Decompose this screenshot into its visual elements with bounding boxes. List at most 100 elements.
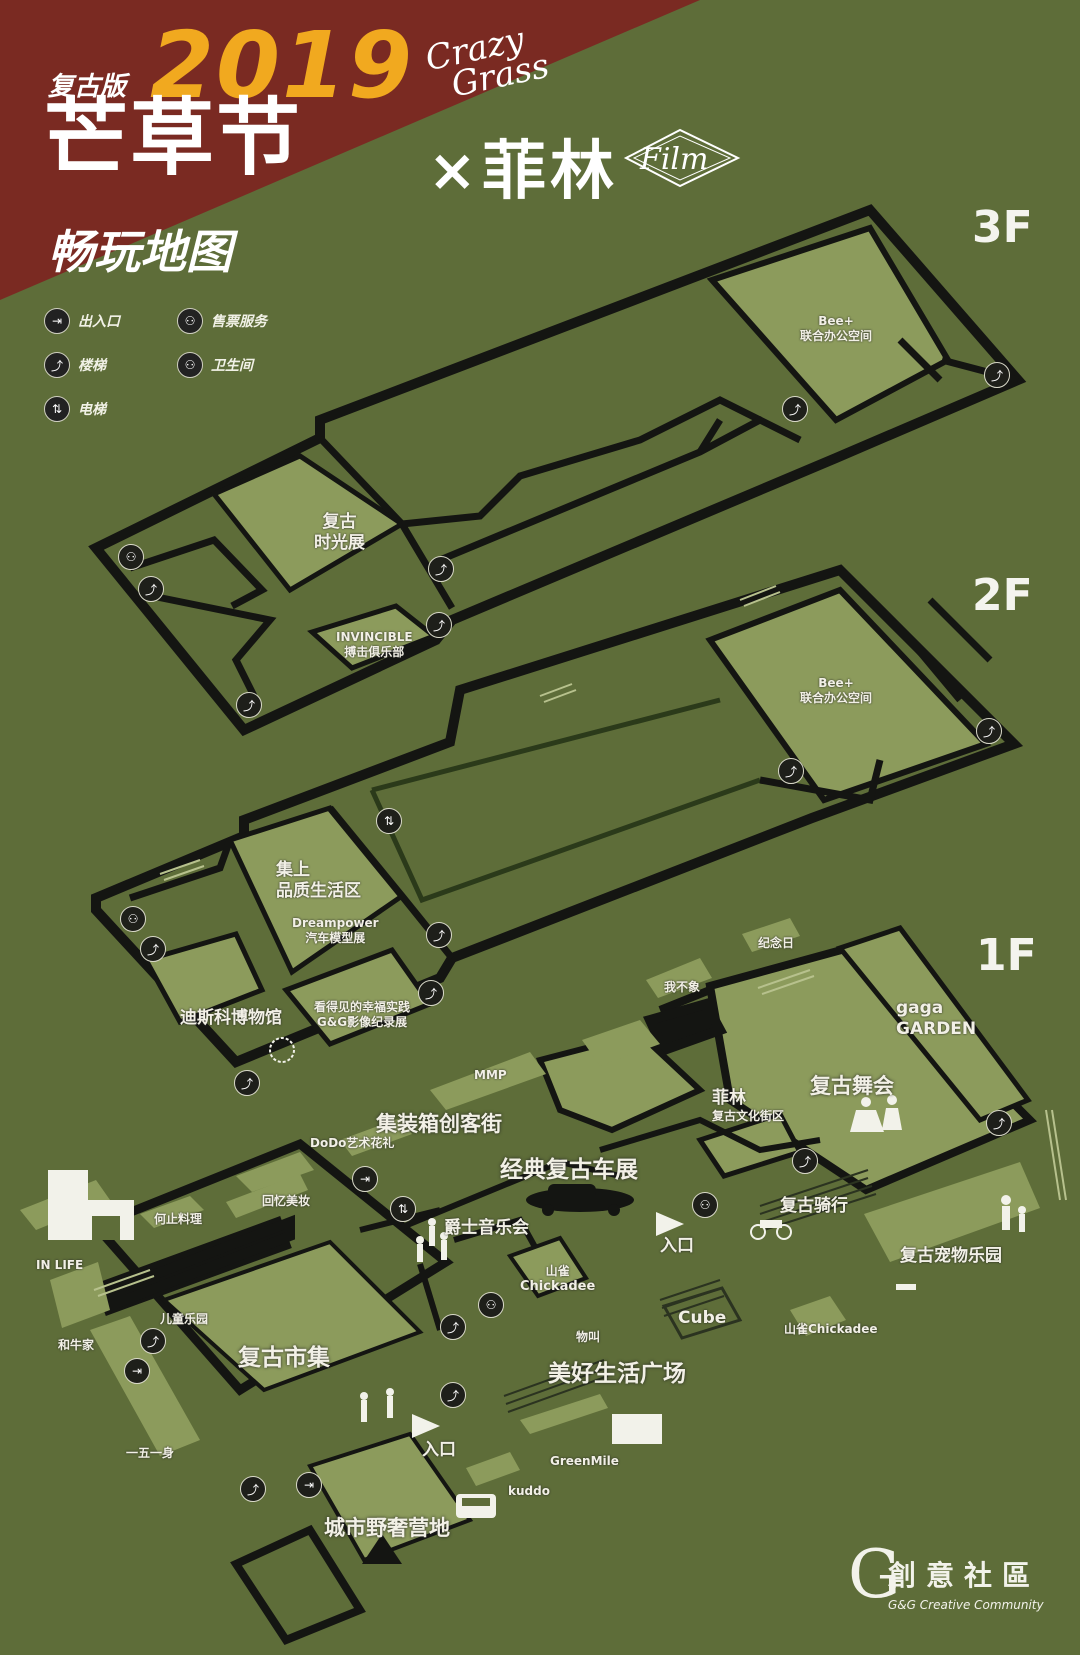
area-bee-3f[interactable]: Bee+ 联合办公空间 xyxy=(800,314,872,344)
area-name: INVINCIBLE xyxy=(336,630,413,644)
area-invincible[interactable]: INVINCIBLE 搏击俱乐部 xyxy=(336,630,413,660)
area-shanque-right[interactable]: 山雀Chickadee xyxy=(784,1322,878,1336)
area-retro-market[interactable]: 复古市集 xyxy=(238,1345,330,1371)
inlife-block xyxy=(48,1170,134,1240)
area-desc: GARDEN xyxy=(896,1019,977,1040)
legend: ⇥ 出入口 ⚇ 售票服务 ⤴ 楼梯 ⚇ 卫生间 ⇅ 电梯 xyxy=(44,308,284,440)
area-classic-car[interactable]: 经典复古车展 xyxy=(500,1157,638,1183)
classic-car-icon xyxy=(526,1184,634,1216)
area-desc: 联合办公空间 xyxy=(800,691,873,705)
stairs-icon[interactable]: ⤴ xyxy=(234,1070,260,1096)
area-inlife[interactable]: IN LIFE xyxy=(36,1258,84,1272)
area-urban-camp[interactable]: 城市野奢营地 xyxy=(324,1516,450,1540)
camp-tent-icon xyxy=(362,1534,402,1564)
area-name: Bee+ xyxy=(818,676,854,690)
floor-label-3f: 3F xyxy=(972,202,1033,253)
area-feilin[interactable]: 菲林 复古文化街区 xyxy=(712,1088,784,1124)
stairs-icon[interactable]: ⤴ xyxy=(782,396,808,422)
area-name: Bee+ xyxy=(818,314,854,328)
entrance-label-1[interactable]: 入口 xyxy=(660,1236,694,1256)
kiosk xyxy=(612,1414,662,1444)
stairs-icon[interactable]: ⤴ xyxy=(426,922,452,948)
area-name: 复古 xyxy=(322,512,357,532)
area-desc: 时光展 xyxy=(314,533,365,554)
area-name: 山雀 xyxy=(545,1264,570,1278)
stairs-icon[interactable]: ⤴ xyxy=(426,612,452,638)
area-hezhi[interactable]: 何止料理 xyxy=(154,1212,203,1226)
elevator-icon[interactable]: ⇅ xyxy=(376,808,402,834)
area-wobuxiang[interactable]: 我不象 xyxy=(664,980,701,994)
area-container-street[interactable]: 集装箱创客街 xyxy=(376,1112,502,1136)
stairs-icon[interactable]: ⤴ xyxy=(440,1314,466,1340)
area-yiwuyi[interactable]: 一五一身 xyxy=(126,1446,175,1460)
legend-exit: ⇥ 出入口 xyxy=(44,308,151,334)
entrance-label-2[interactable]: 入口 xyxy=(422,1440,456,1460)
exit-icon: ⇥ xyxy=(44,308,70,334)
area-kids[interactable]: 儿童乐园 xyxy=(160,1312,209,1326)
exit-icon[interactable]: ⇥ xyxy=(296,1472,322,1498)
stairs-icon[interactable]: ⤴ xyxy=(976,718,1002,744)
area-cube[interactable]: Cube xyxy=(678,1308,727,1328)
legend-label: 楼梯 xyxy=(78,358,106,374)
partner-title: 菲林 xyxy=(482,135,618,209)
entrance-1-arrow xyxy=(656,1212,684,1236)
film-badge-inner xyxy=(632,135,732,181)
edition-label: 复古版 xyxy=(48,72,127,102)
stairs-icon[interactable]: ⤴ xyxy=(418,980,444,1006)
area-desc: 汽车模型展 xyxy=(305,931,366,945)
area-huiyi[interactable]: 回忆美妆 xyxy=(262,1194,311,1208)
area-disco-museum[interactable]: 迪斯科博物馆 xyxy=(180,1008,282,1028)
area-name: 菲林 xyxy=(712,1088,746,1108)
area-dodo[interactable]: DoDo艺术花礼 xyxy=(310,1136,395,1150)
film-badge-outline xyxy=(623,128,741,188)
area-greenmile[interactable]: GreenMile xyxy=(550,1454,619,1468)
stairs-icon[interactable]: ⤴ xyxy=(240,1476,266,1502)
brand-name-en: G&G Creative Community xyxy=(888,1598,1044,1612)
exit-icon[interactable]: ⇥ xyxy=(124,1358,150,1384)
area-dreampower[interactable]: Dreampower 汽车模型展 xyxy=(292,916,379,946)
restroom-icon[interactable]: ⚇ xyxy=(118,544,144,570)
film-badge-text: Film xyxy=(640,142,709,177)
area-heniu[interactable]: 和牛家 xyxy=(58,1338,95,1352)
area-bee-2f[interactable]: Bee+ 联合办公空间 xyxy=(800,676,872,706)
ticket-service-icon[interactable]: ⚇ xyxy=(692,1192,718,1218)
area-jishang[interactable]: 集上 品质生活区 xyxy=(276,860,361,903)
stairs-icon[interactable]: ⤴ xyxy=(778,758,804,784)
area-kuddo[interactable]: kuddo xyxy=(508,1484,550,1498)
stairs-icon[interactable]: ⤴ xyxy=(140,936,166,962)
stairs-icon[interactable]: ⤴ xyxy=(986,1110,1012,1136)
area-jinianri[interactable]: 纪念日 xyxy=(758,936,795,950)
area-happy-exhibit[interactable]: 看得见的幸福实践 G&G影像纪录展 xyxy=(314,1000,410,1030)
restroom-icon[interactable]: ⚇ xyxy=(120,906,146,932)
area-desc: Chickadee xyxy=(520,1279,596,1294)
stairs-icon[interactable]: ⤴ xyxy=(428,556,454,582)
brand-name-cn: 創意社區 xyxy=(888,1559,1041,1592)
area-yushan[interactable]: 物叫 xyxy=(576,1330,601,1344)
area-gaga-garden[interactable]: gaga GARDEN xyxy=(896,998,976,1041)
stairs-icon[interactable]: ⤴ xyxy=(140,1328,166,1354)
stairs-icon[interactable]: ⤴ xyxy=(236,692,262,718)
stairs-icon[interactable]: ⤴ xyxy=(792,1148,818,1174)
elevator-icon: ⇅ xyxy=(44,396,70,422)
area-retro-time[interactable]: 复古 时光展 xyxy=(314,512,365,555)
area-retro-dance[interactable]: 复古舞会 xyxy=(810,1074,894,1098)
area-retro-ride[interactable]: 复古骑行 xyxy=(780,1196,848,1216)
restroom-icon[interactable]: ⚇ xyxy=(478,1292,504,1318)
stairs-icon[interactable]: ⤴ xyxy=(440,1382,466,1408)
area-good-life-plaza[interactable]: 美好生活广场 xyxy=(548,1361,686,1387)
area-shanque[interactable]: 山雀 Chickadee xyxy=(520,1264,595,1295)
area-mmp[interactable]: MMP xyxy=(474,1068,507,1082)
area-jazz[interactable]: 爵士音乐会 xyxy=(444,1218,529,1238)
exit-icon[interactable]: ⇥ xyxy=(352,1166,378,1192)
legend-stairs: ⤴ 楼梯 xyxy=(44,352,151,378)
elevator-icon[interactable]: ⇅ xyxy=(390,1196,416,1222)
jazz-band-icon xyxy=(416,1218,448,1262)
stairs-icon[interactable]: ⤴ xyxy=(138,576,164,602)
floor-label-2f: 2F xyxy=(972,570,1033,621)
stairs-icon: ⤴ xyxy=(44,352,70,378)
stairs-icon[interactable]: ⤴ xyxy=(984,362,1010,388)
floor-3f-plan xyxy=(88,204,1027,737)
area-pet-park[interactable]: 复古宠物乐园 xyxy=(900,1246,1002,1266)
